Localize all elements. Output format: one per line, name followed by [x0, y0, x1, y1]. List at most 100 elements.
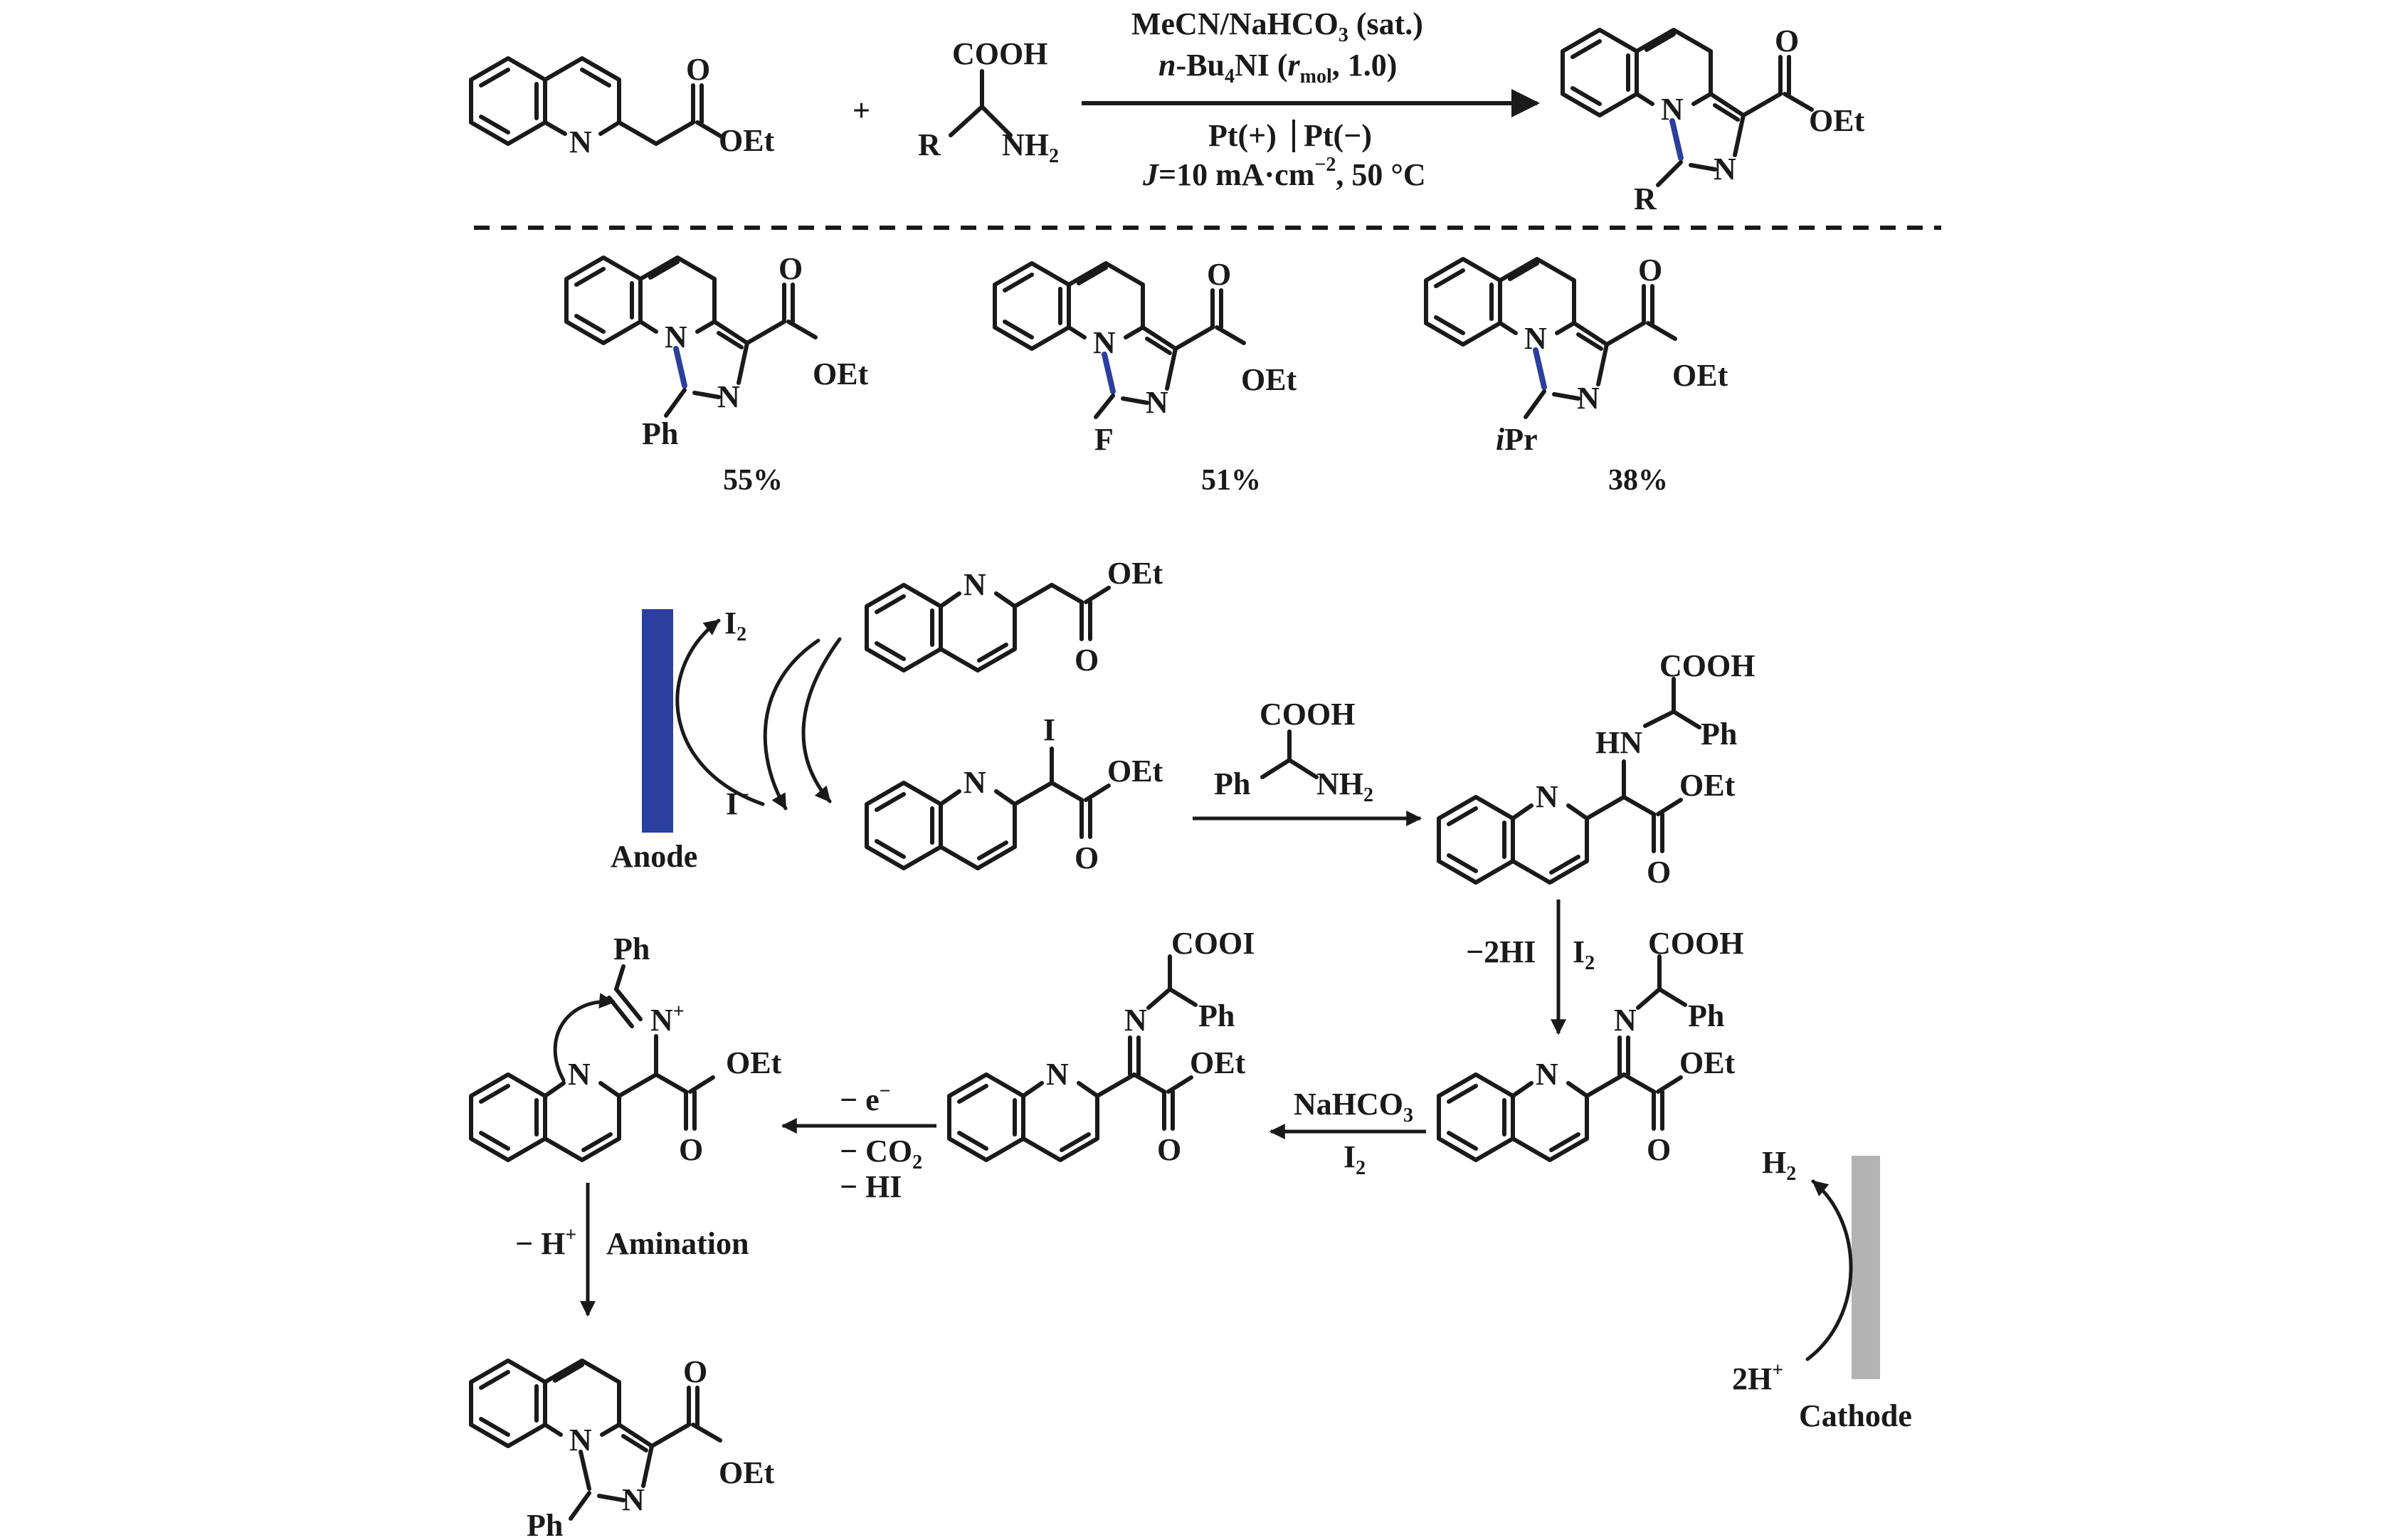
svg-text:N: N	[622, 1482, 645, 1517]
condition-electrolyte: n-Bu4NI (rmol, 1.0)	[1158, 48, 1397, 88]
step-deprotonation: − H+	[515, 1224, 576, 1261]
svg-text:N: N	[1124, 1003, 1147, 1038]
svg-text:O: O	[778, 251, 803, 286]
svg-text:OEt: OEt	[1190, 1045, 1246, 1080]
condition-electrodes-cathode: Pt(−)	[1304, 118, 1372, 153]
svg-text:OEt: OEt	[1107, 754, 1163, 789]
protons-label: 2H+	[1732, 1359, 1783, 1396]
svg-text:N: N	[964, 567, 986, 602]
mech-substrate: N OEt O	[865, 556, 1163, 677]
svg-text:OEt: OEt	[1679, 768, 1736, 803]
atom-COOH: COOH	[952, 36, 1047, 71]
svg-text:N: N	[1536, 779, 1558, 814]
svg-text:N: N	[1093, 325, 1116, 360]
svg-text:N: N	[1524, 321, 1547, 356]
mech-imine: N N COOH Ph OEt O	[1437, 926, 1743, 1167]
atom-COOI: COOI	[1171, 926, 1255, 961]
svg-text:COOH: COOH	[1260, 697, 1355, 732]
svg-text:N: N	[964, 765, 986, 800]
svg-text:COOH: COOH	[1659, 648, 1755, 683]
reaction-conditions: MeCN/NaHCO3 (sat.) n-Bu4NI (rmol, 1.0) P…	[1131, 6, 1426, 192]
svg-text:N: N	[1146, 385, 1168, 420]
svg-text:N: N	[1046, 1057, 1069, 1092]
svg-text:COOH: COOH	[1648, 926, 1743, 961]
yield-label: 55%	[723, 464, 783, 497]
atom-N: N	[569, 125, 592, 159]
substituent-label: Ph	[642, 416, 678, 451]
atom-O: O	[686, 52, 710, 87]
svg-text:NH2: NH2	[1316, 766, 1373, 806]
atom-O: O	[1775, 23, 1799, 58]
svg-text:Ph: Ph	[1701, 717, 1737, 751]
svg-text:O: O	[1207, 257, 1231, 292]
svg-text:N: N	[568, 1057, 591, 1092]
mech-iminium: N N+ Ph OEt O	[469, 932, 782, 1167]
svg-text:N: N	[1536, 1057, 1558, 1092]
substituent-label: iPr	[1496, 422, 1538, 457]
mech-final-product: N N O OEt Ph	[469, 1354, 775, 1540]
mech-iodo-ester: N I OEt O	[865, 712, 1163, 875]
svg-text:OEt: OEt	[1679, 1045, 1736, 1080]
svg-text:O: O	[1075, 840, 1099, 875]
yield-label: 38%	[1608, 464, 1668, 497]
step-hi: − HI	[840, 1169, 902, 1204]
svg-text:Ph: Ph	[1214, 766, 1250, 801]
hydrogen-label: H2	[1762, 1145, 1796, 1185]
svg-text:Ph: Ph	[527, 1508, 563, 1540]
step-minus-2HI: −2HI	[1466, 934, 1536, 969]
svg-text:Ph: Ph	[1198, 998, 1235, 1033]
yield-label: 51%	[1201, 464, 1261, 497]
step-co2: − CO2	[840, 1134, 922, 1174]
step-amination: Amination	[606, 1226, 749, 1261]
svg-text:N: N	[717, 379, 740, 414]
step-iodine-2: I2	[1343, 1139, 1366, 1179]
phenylglycine-reagent: COOH Ph NH2	[1214, 697, 1373, 806]
atom-N-imidazole: N	[1714, 152, 1736, 186]
iodide-label: I−	[726, 784, 749, 821]
cathode-electrode	[1852, 1156, 1880, 1379]
atom-OEt: OEt	[1809, 103, 1865, 138]
svg-text:O: O	[683, 1354, 707, 1389]
svg-text:Ph: Ph	[1688, 998, 1724, 1033]
plus-sign: +	[852, 93, 870, 128]
anode-electrode	[642, 609, 673, 833]
example-products: N N O OEt Ph 55% N N	[564, 251, 1728, 497]
amino-acid: COOH R NH2	[918, 36, 1059, 167]
atom-N-bridge: N	[1661, 92, 1684, 127]
atom-R: R	[1634, 181, 1657, 216]
svg-text:N: N	[1614, 1003, 1637, 1038]
step-bicarbonate: NaHCO3	[1294, 1087, 1413, 1127]
atom-OEt: OEt	[719, 123, 775, 158]
example-fluoro: N N O OEt F 51%	[993, 257, 1297, 497]
atom-NH2: NH2	[1002, 127, 1059, 167]
svg-text:OEt: OEt	[726, 1045, 782, 1080]
svg-text:O: O	[1075, 643, 1099, 677]
svg-text:N: N	[569, 1423, 592, 1457]
anode-label: Anode	[611, 839, 697, 874]
svg-text:O: O	[1157, 1132, 1181, 1167]
condition-solvent: MeCN/NaHCO3 (sat.)	[1131, 6, 1423, 46]
iodine-atom: I	[1043, 712, 1055, 747]
svg-text:HN: HN	[1595, 725, 1642, 760]
svg-text:Ph: Ph	[613, 932, 650, 966]
iodine-label: I2	[724, 606, 746, 645]
svg-text:O: O	[679, 1132, 703, 1167]
substituent-label: F	[1094, 422, 1114, 457]
mech-amine-intermediate: N HN COOH Ph OEt O	[1437, 648, 1755, 890]
mech-hypoiodite: N N COOI Ph OEt O	[947, 926, 1255, 1167]
svg-text:OEt: OEt	[1241, 362, 1297, 397]
svg-text:OEt: OEt	[1672, 358, 1728, 393]
svg-text:O: O	[1647, 1132, 1671, 1167]
svg-text:OEt: OEt	[813, 357, 869, 391]
svg-text:OEt: OEt	[719, 1455, 775, 1490]
example-phenyl: N N O OEt Ph 55%	[564, 251, 869, 497]
top-reaction: N O OEt + COOH R NH2 MeCN/NaHCO3 (sat.) …	[469, 6, 1865, 216]
svg-text:N: N	[665, 320, 687, 354]
svg-text:N: N	[1577, 381, 1600, 416]
condition-electrodes-anode: Pt(+)	[1208, 118, 1277, 153]
svg-text:OEt: OEt	[1107, 556, 1163, 591]
atom-R: R	[918, 127, 941, 162]
condition-current-temp: J=10 mA·cm−2, 50 °C	[1142, 154, 1426, 192]
substrate-quinolylacetate: N O OEt	[469, 52, 775, 159]
